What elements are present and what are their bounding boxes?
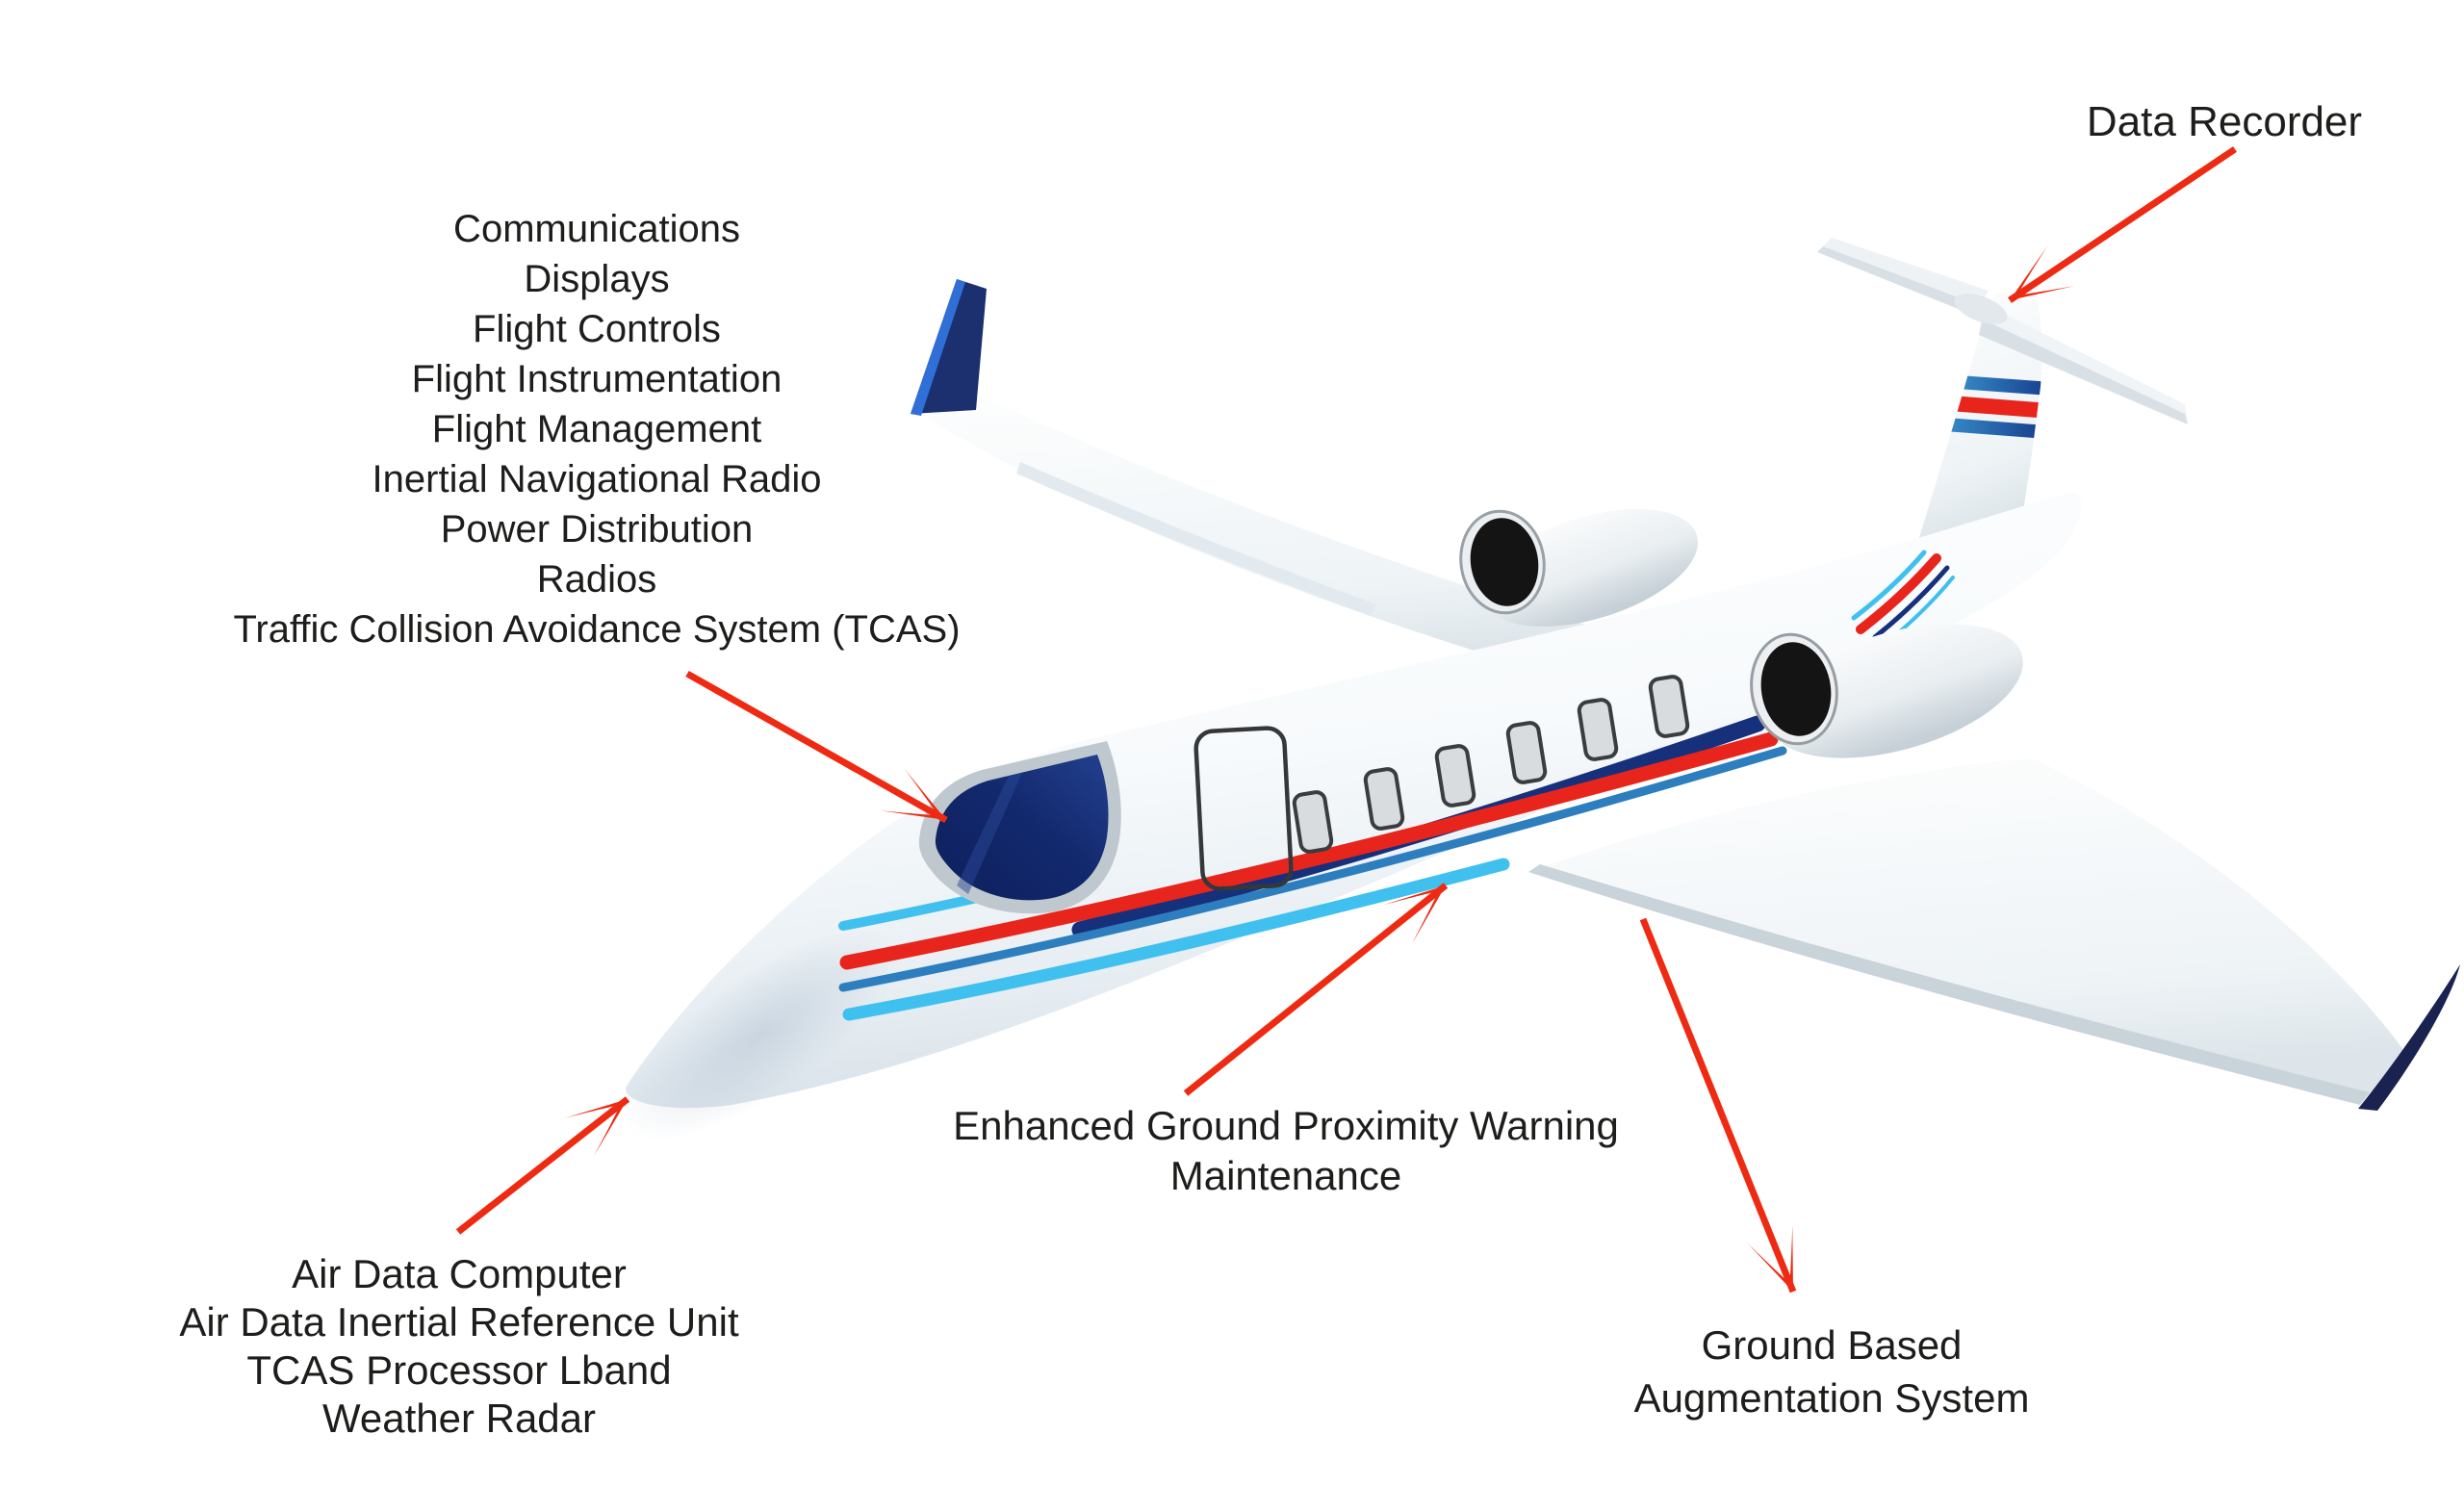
- callout-line: Flight Instrumentation: [411, 358, 783, 400]
- data-recorder-arrow: [2008, 146, 2237, 303]
- cabin-window: [1292, 790, 1334, 854]
- callout-line: Maintenance: [1169, 1153, 1402, 1198]
- near-winglet: [2358, 964, 2460, 1111]
- cabin-door: [1194, 726, 1294, 891]
- callout-line: Traffic Collision Avoidance System (TCAS…: [233, 608, 961, 651]
- cabin-window: [1505, 721, 1548, 784]
- callout-line: Radios: [536, 558, 657, 601]
- callout-line: Flight Management: [431, 408, 762, 450]
- far-winglet: [911, 279, 987, 416]
- callout-line: Data Recorder: [2086, 98, 2363, 145]
- fin-stripes: [1918, 373, 2042, 439]
- callout-line: Weather Radar: [321, 1396, 597, 1441]
- callout-line: Air Data Computer: [292, 1251, 627, 1296]
- near-engine: [1750, 624, 2023, 758]
- fuselage-systems-arrow: [1183, 883, 1449, 1096]
- belly-stripes: [838, 715, 1787, 1021]
- callout-line: Enhanced Ground Proximity Warning: [953, 1103, 1619, 1148]
- callout-line: Ground Based: [1701, 1322, 1963, 1368]
- callout-line: Inertial Navigational Radio: [372, 458, 822, 500]
- ground-systems-label: Ground Based Augmentation System: [1634, 1319, 2030, 1424]
- cockpit-avionics-arrow: [685, 670, 948, 824]
- cabin-window: [1363, 767, 1405, 831]
- cabin-windows: [1292, 675, 1690, 854]
- callout-line: Power Distribution: [440, 508, 754, 551]
- callout-line: TCAS Processor Lband: [246, 1347, 672, 1393]
- cockpit-windshield: [918, 741, 1121, 914]
- cabin-window: [1577, 698, 1619, 761]
- callout-line: Flight Controls: [473, 308, 721, 350]
- nose-equipment-label: Air Data Computer Air Data Inertial Refe…: [179, 1250, 738, 1443]
- near-wing: [1528, 758, 2404, 1105]
- cabin-window: [1434, 744, 1476, 807]
- callout-line: Displays: [524, 258, 670, 300]
- nose-equipment-arrow: [455, 1096, 630, 1235]
- far-engine: [1459, 509, 1699, 627]
- far-wing: [916, 397, 1646, 685]
- callout-line: Air Data Inertial Reference Unit: [179, 1299, 739, 1345]
- callout-line: Communications: [453, 208, 740, 250]
- callout-arrows: [455, 146, 2237, 1294]
- data-recorder-label: Data Recorder: [2087, 96, 2362, 148]
- cockpit-avionics-label: Communications Displays Flight Controls …: [233, 204, 960, 654]
- fuselage-systems-label: Enhanced Ground Proximity Warning Mainte…: [953, 1101, 1619, 1201]
- horizontal-stabilizer: [1817, 238, 2188, 424]
- cabin-window: [1648, 675, 1690, 738]
- ground-systems-arrow: [1639, 917, 1797, 1294]
- callout-line: Augmentation System: [1633, 1375, 2030, 1421]
